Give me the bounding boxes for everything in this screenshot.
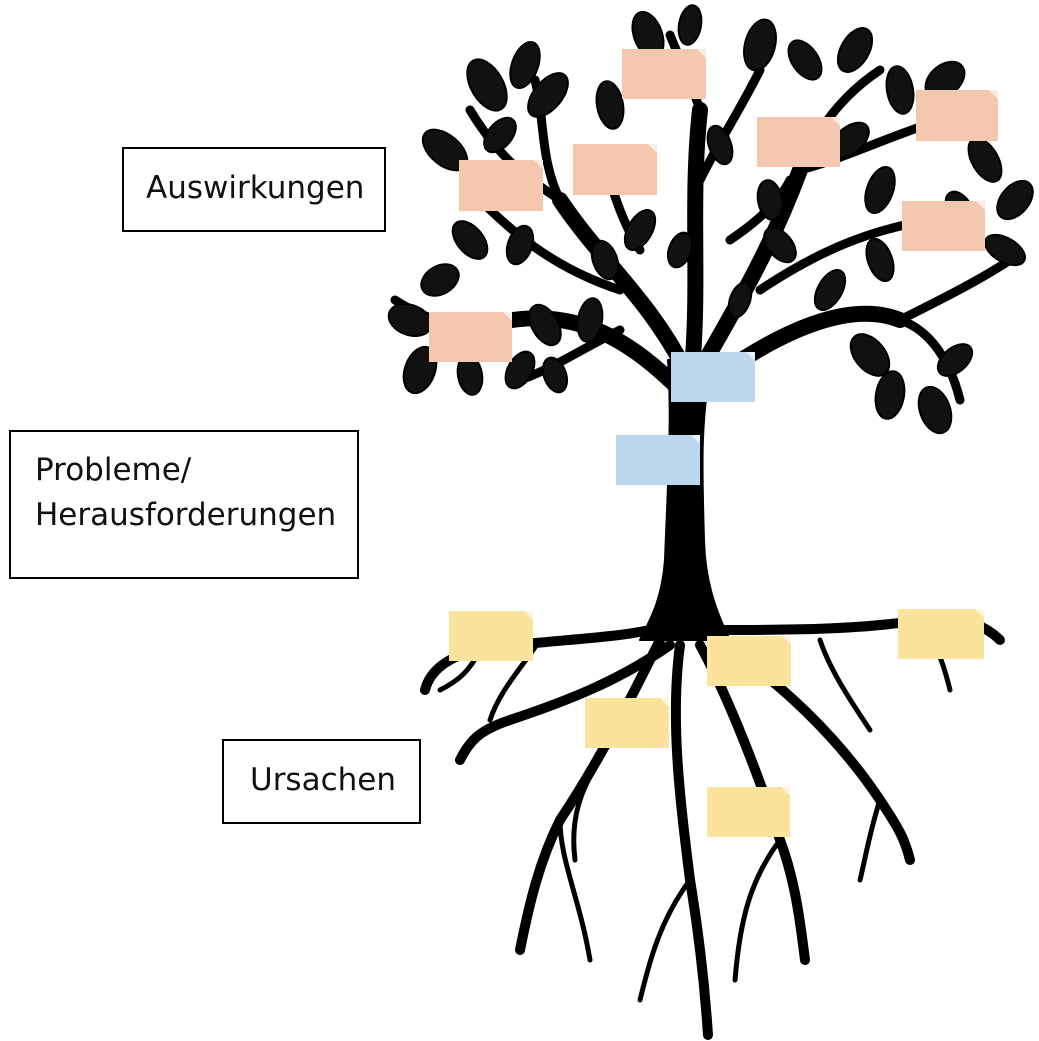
causes-label-box: Ursachen <box>222 739 421 824</box>
cause-note[interactable] <box>707 636 791 686</box>
tree-trunk <box>640 360 730 640</box>
limb-center <box>692 110 700 370</box>
problem-note[interactable] <box>671 352 755 402</box>
cause-note[interactable] <box>449 611 533 661</box>
effects-label-box: Auswirkungen <box>122 147 386 232</box>
problems-label-line1: Probleme/ <box>35 448 357 493</box>
effect-note[interactable] <box>902 201 985 251</box>
effects-label: Auswirkungen <box>146 170 364 206</box>
effect-note[interactable] <box>573 144 657 195</box>
cause-note[interactable] <box>898 609 984 659</box>
effect-note[interactable] <box>459 160 543 211</box>
problems-label-box: Probleme/ Herausforderungen <box>9 430 359 579</box>
cause-note[interactable] <box>585 698 669 748</box>
effect-note[interactable] <box>757 117 840 167</box>
effect-note[interactable] <box>622 49 706 99</box>
causes-label: Ursachen <box>250 762 396 798</box>
problems-label-line2: Herausforderungen <box>35 493 357 538</box>
effect-note[interactable] <box>429 312 512 362</box>
problem-note[interactable] <box>616 435 700 485</box>
effect-note[interactable] <box>916 90 998 141</box>
cause-note[interactable] <box>707 787 790 837</box>
